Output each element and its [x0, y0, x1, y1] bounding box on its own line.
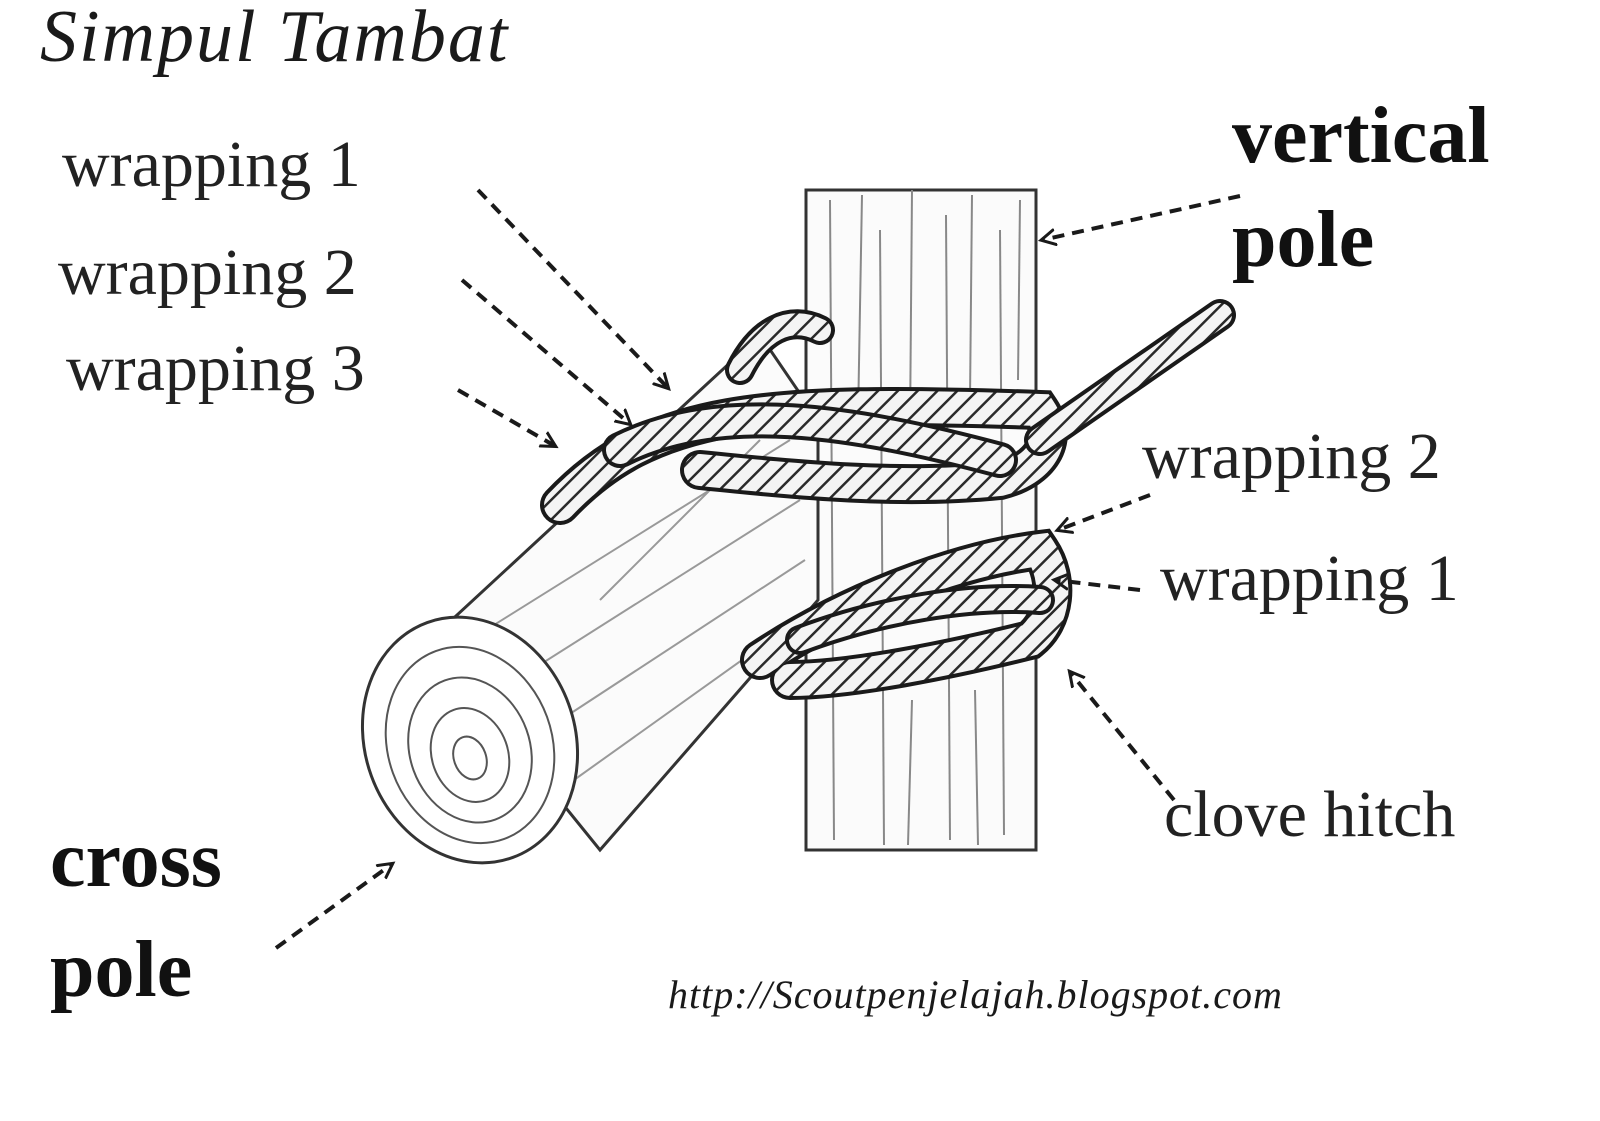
arrow-wrapping-2-left [460, 278, 630, 424]
label-left-wrapping-2: wrapping 2 [58, 236, 357, 309]
label-clove-hitch: clove hitch [1164, 778, 1456, 851]
label-cross: cross [50, 816, 222, 904]
arrow-vertical-pole [1042, 194, 1241, 240]
arrow-wrapping-1-right [1055, 580, 1141, 592]
pointer-arrows [274, 188, 1241, 950]
label-right-wrapping-2: wrapping 2 [1142, 420, 1441, 493]
label-left-wrapping-1: wrapping 1 [62, 128, 361, 201]
arrow-clove-hitch [1070, 672, 1176, 802]
diagram-title: Simpul Tambat [40, 0, 510, 78]
label-vertical-pole: pole [1232, 196, 1375, 284]
arrow-wrapping-2-right [1058, 493, 1151, 530]
arrow-wrapping-3-left [457, 388, 555, 446]
vertical-pole [804, 188, 1038, 852]
label-cross-pole: pole [50, 926, 193, 1014]
label-vertical: vertical [1232, 92, 1490, 180]
arrow-wrapping-1-left [476, 188, 668, 388]
arrow-cross-pole [274, 864, 392, 950]
label-right-wrapping-1: wrapping 1 [1160, 542, 1459, 615]
source-url: http://Scoutpenjelajah.blogspot.com [668, 972, 1283, 1017]
label-left-wrapping-3: wrapping 3 [66, 332, 365, 405]
